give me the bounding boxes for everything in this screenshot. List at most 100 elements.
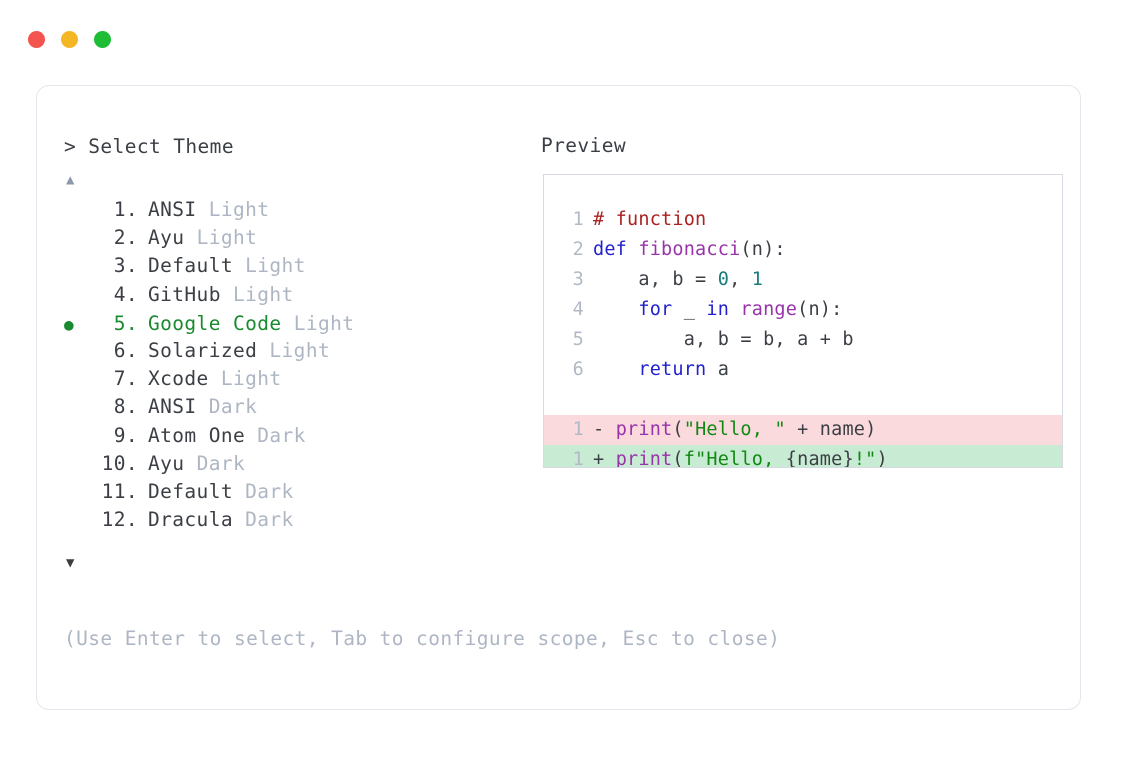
theme-item-name: Ayu — [148, 451, 185, 475]
code-token: 0 — [717, 269, 730, 290]
code-token: !" — [853, 449, 877, 468]
line-number: 5 — [572, 329, 584, 350]
code-line: 1 # function — [544, 205, 1062, 235]
theme-item-name: GitHub — [148, 282, 221, 306]
code-token: def — [593, 239, 639, 260]
prompt-line: > Select Theme — [64, 134, 524, 160]
code-token: a, b = — [593, 269, 718, 290]
code-line: 3 a, b = 0, 1 — [544, 265, 1062, 295]
theme-item-variant: Light — [220, 367, 282, 391]
close-window-button[interactable] — [28, 31, 45, 48]
line-number: 2 — [572, 239, 584, 260]
theme-item-number: 2. — [113, 226, 138, 250]
theme-list-item[interactable]: 3.Default Light — [64, 254, 524, 282]
code-token: f"Hello, — [683, 449, 786, 468]
theme-item-variant: Light — [232, 282, 294, 306]
theme-item-name: Ayu — [148, 226, 185, 250]
theme-list-item[interactable]: 10. Ayu Dark — [64, 452, 524, 480]
code-line-text: # function — [593, 205, 1062, 235]
theme-list-item[interactable]: 12. Dracula Dark — [64, 508, 524, 536]
code-token: ( — [672, 419, 684, 440]
page-title: Select Theme — [88, 135, 234, 158]
keyboard-hint: (Use Enter to select, Tab to configure s… — [64, 627, 781, 650]
theme-list-item[interactable]: 1.ANSI Light — [64, 198, 524, 226]
theme-list-item[interactable]: 4. GitHub Light — [64, 283, 524, 311]
theme-item-number: 5. — [113, 311, 138, 335]
theme-item-number: 9. — [113, 423, 138, 447]
code-line: 5 a, b = b, a + b — [544, 325, 1062, 355]
theme-list-item[interactable]: 6.Solarized Light — [64, 339, 524, 367]
diff-line-add: 1 + print(f"Hello, {name}!") — [544, 445, 1062, 468]
theme-item-variant: Dark — [196, 451, 246, 475]
theme-item-name: Solarized — [148, 338, 258, 362]
theme-list-item[interactable]: 11.Default Dark — [64, 480, 524, 508]
diff-line-text: + print(f"Hello, {name}!") — [593, 445, 890, 468]
theme-item-variant: Dark — [245, 508, 294, 532]
theme-item-variant: Light — [196, 226, 258, 250]
theme-item-number: 7. — [113, 367, 138, 391]
code-line: 6 return a — [544, 355, 1062, 385]
line-number: 6 — [572, 359, 584, 380]
code-token: print — [615, 449, 673, 468]
theme-list-item[interactable]: ●5.Google Code Light — [64, 311, 524, 339]
theme-item-number: 8. — [113, 395, 138, 419]
theme-list-item[interactable]: 7.Xcode Light — [64, 367, 524, 395]
theme-list-item[interactable]: 8. ANSI Dark — [64, 395, 524, 423]
code-line: 2 def fibonacci(n): — [544, 235, 1062, 265]
code-token: # function — [593, 209, 707, 230]
theme-item-variant: Dark — [208, 395, 258, 419]
code-token: (n): — [797, 299, 843, 320]
theme-item-name: Default — [148, 479, 233, 503]
code-line-text: def fibonacci(n): — [593, 235, 1062, 265]
theme-item-number: 10. — [101, 451, 138, 475]
theme-item-name: ANSI — [148, 395, 197, 419]
theme-item-variant: Light — [245, 254, 306, 278]
theme-item-number: 6. — [113, 338, 138, 362]
code-token: 1 — [751, 269, 764, 290]
theme-item-name: Atom One — [148, 423, 246, 447]
line-number: 4 — [572, 299, 584, 320]
theme-list-item[interactable]: 2. Ayu Light — [64, 226, 524, 254]
theme-item-name: Default — [148, 254, 233, 278]
code-line: 4 for _ in range(n): — [544, 295, 1062, 325]
theme-item-number: 11. — [101, 479, 138, 503]
theme-list-item[interactable]: 9.Atom One Dark — [64, 424, 524, 452]
code-line-text: return a — [593, 355, 1062, 385]
code-token: a, b = b, a + b — [593, 329, 854, 350]
selected-bullet-icon: ● — [64, 314, 75, 334]
scroll-up-icon[interactable]: ▲ — [66, 172, 75, 188]
minimize-window-button[interactable] — [61, 31, 78, 48]
code-token: fibonacci — [638, 239, 741, 260]
scroll-down-icon[interactable]: ▼ — [66, 555, 75, 572]
code-token: for — [638, 299, 673, 320]
theme-item-name: Google Code — [148, 311, 282, 335]
code-token: ( — [672, 449, 684, 468]
code-token: a — [706, 359, 730, 380]
maximize-window-button[interactable] — [94, 31, 111, 48]
code-blank-line — [544, 385, 1062, 415]
code-token: + name) — [785, 419, 877, 440]
theme-item-variant: Light — [208, 198, 270, 221]
theme-item-number: 4. — [113, 282, 138, 306]
code-token: print — [615, 419, 673, 440]
code-line-text: for _ in range(n): — [593, 295, 1062, 325]
diff-line-text: - print("Hello, " + name) — [593, 415, 879, 445]
diff-line-number: 1 — [572, 449, 584, 468]
code-token: _ — [672, 299, 707, 320]
theme-item-name: Dracula — [148, 508, 233, 532]
code-line-text: a, b = b, a + b — [593, 325, 1062, 355]
code-token: - — [593, 419, 616, 440]
code-token — [593, 299, 638, 320]
line-number: 1 — [572, 209, 584, 230]
code-token: "Hello, " — [683, 419, 786, 440]
code-token: (n): — [740, 239, 786, 260]
code-token — [729, 299, 740, 320]
theme-item-number: 12. — [101, 508, 138, 532]
diff-line-del: 1- print("Hello, " + name) — [544, 415, 1062, 445]
code-line-text: a, b = 0, 1 — [593, 265, 1062, 295]
